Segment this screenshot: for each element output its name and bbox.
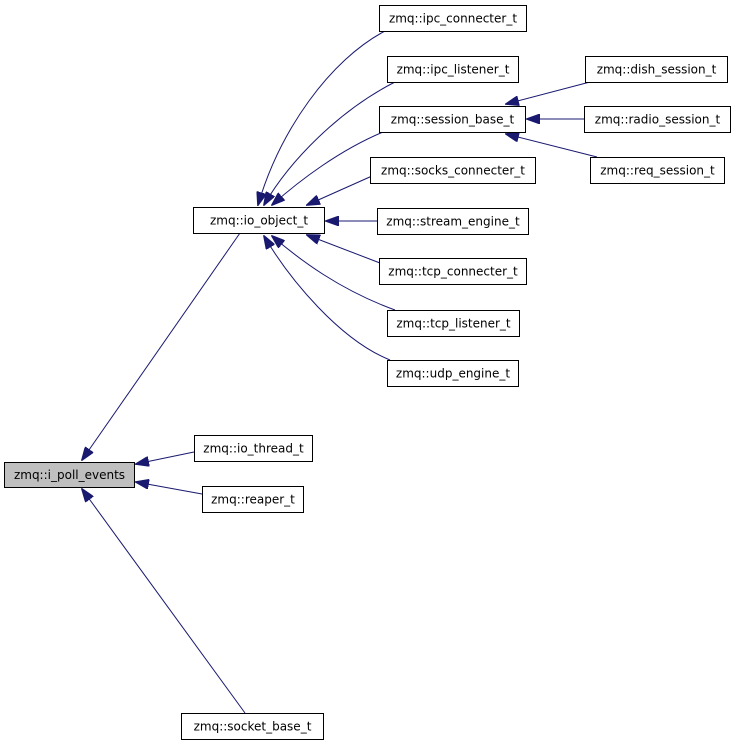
edge-req_session_t-to-session_base_t [506, 134, 598, 158]
node-label: zmq::dish_session_t [597, 63, 717, 77]
node-box [379, 5, 527, 32]
edges-layer [82, 30, 598, 714]
edge-udp_engine_t-to-io_object_t [264, 236, 391, 361]
node-tcp-listener-t[interactable]: zmq::tcp_listener_t [387, 310, 520, 337]
node-box [387, 56, 519, 83]
node-label: zmq::i_poll_events [14, 468, 125, 482]
node-box [202, 486, 304, 513]
node-label: zmq::ipc_connecter_t [389, 12, 517, 26]
node-dish-session-t[interactable]: zmq::dish_session_t [585, 56, 728, 83]
nodes-layer: zmq::i_poll_eventszmq::io_object_tzmq::i… [4, 5, 731, 740]
node-box [193, 207, 325, 234]
node-i-poll-events[interactable]: zmq::i_poll_events [4, 462, 135, 488]
node-box [590, 157, 725, 184]
node-label: zmq::ipc_listener_t [397, 63, 510, 77]
node-socket-base-t[interactable]: zmq::socket_base_t [181, 713, 324, 740]
node-box [584, 106, 731, 133]
node-ipc-connecter-t[interactable]: zmq::ipc_connecter_t [379, 5, 527, 32]
node-label: zmq::tcp_connecter_t [388, 265, 518, 279]
node-session-base-t[interactable]: zmq::session_base_t [379, 106, 526, 133]
edge-dish_session_t-to-session_base_t [506, 81, 591, 104]
node-label: zmq::io_thread_t [203, 442, 304, 456]
node-udp-engine-t[interactable]: zmq::udp_engine_t [387, 360, 519, 387]
node-stream-engine-t[interactable]: zmq::stream_engine_t [377, 208, 529, 235]
node-box [387, 360, 519, 387]
edge-io_object_t-to-i_poll_events [82, 232, 241, 460]
node-label: zmq::session_base_t [391, 113, 515, 127]
edge-io_thread_t-to-i_poll_events [136, 451, 195, 464]
edge-session_base_t-to-io_object_t [272, 131, 384, 205]
node-box [370, 157, 536, 184]
edge-socks_connecter_t-to-io_object_t [307, 175, 373, 205]
node-reaper-t[interactable]: zmq::reaper_t [202, 486, 304, 513]
node-radio-session-t[interactable]: zmq::radio_session_t [584, 106, 731, 133]
node-label: zmq::req_session_t [600, 164, 715, 178]
node-box [387, 310, 520, 337]
node-io-thread-t[interactable]: zmq::io_thread_t [194, 435, 313, 462]
node-box [379, 106, 526, 133]
node-label: zmq::socket_base_t [194, 720, 312, 734]
node-box [194, 435, 313, 462]
node-label: zmq::udp_engine_t [396, 367, 510, 381]
node-io-object-t[interactable]: zmq::io_object_t [193, 207, 325, 234]
node-label: zmq::radio_session_t [595, 113, 721, 127]
edge-ipc_connecter_t-to-io_object_t [258, 30, 386, 205]
node-label: zmq::stream_engine_t [386, 215, 520, 229]
node-tcp-connecter-t[interactable]: zmq::tcp_connecter_t [379, 258, 527, 285]
node-box [379, 258, 527, 285]
node-label: zmq::reaper_t [211, 493, 295, 507]
node-req-session-t[interactable]: zmq::req_session_t [590, 157, 725, 184]
node-box [585, 56, 728, 83]
node-box [377, 208, 529, 235]
node-ipc-listener-t[interactable]: zmq::ipc_listener_t [387, 56, 519, 83]
node-label: zmq::tcp_listener_t [396, 317, 511, 331]
edge-tcp_connecter_t-to-io_object_t [307, 235, 381, 264]
edge-ipc_listener_t-to-io_object_t [264, 81, 396, 205]
edge-socket_base_t-to-i_poll_events [82, 489, 246, 714]
node-box [4, 462, 135, 488]
node-label: zmq::io_object_t [210, 214, 308, 228]
edge-reaper_t-to-i_poll_events [136, 482, 203, 495]
node-label: zmq::socks_connecter_t [381, 164, 525, 178]
node-socks-connecter-t[interactable]: zmq::socks_connecter_t [370, 157, 536, 184]
edge-tcp_listener_t-to-io_object_t [272, 236, 396, 311]
